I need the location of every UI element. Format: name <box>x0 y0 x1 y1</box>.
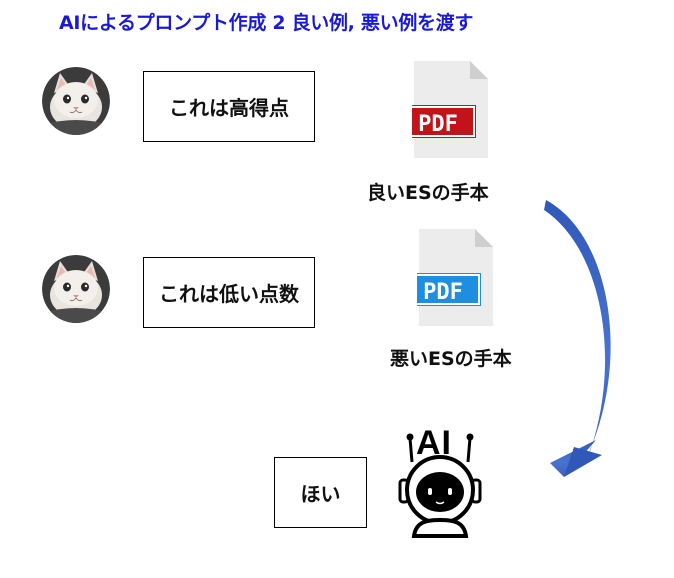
message-box: これは低い点数 <box>143 257 315 328</box>
robot-astronaut-icon <box>398 433 482 538</box>
cat-avatar <box>42 255 110 323</box>
pdf-file-icon: PDF <box>400 61 488 158</box>
message-text: これは高得点 <box>169 96 289 120</box>
ai-label: AI <box>416 424 452 462</box>
pdf-caption: 良いESの手本 <box>367 182 489 204</box>
pdf-file-icon: PDF <box>405 229 493 326</box>
pdf-label: PDF <box>418 112 458 137</box>
pdf-label: PDF <box>423 280 463 305</box>
reply-box: ほい <box>274 457 367 528</box>
cat-avatar <box>42 67 110 135</box>
pdf-caption: 悪いESの手本 <box>390 348 512 370</box>
page-title: AIによるプロンプト作成 2 良い例, 悪い例を渡す <box>59 12 474 34</box>
reply-text: ほい <box>300 482 341 506</box>
curved-arrow-icon <box>544 200 611 477</box>
message-text: これは低い点数 <box>159 282 299 306</box>
message-box: これは高得点 <box>143 71 315 142</box>
